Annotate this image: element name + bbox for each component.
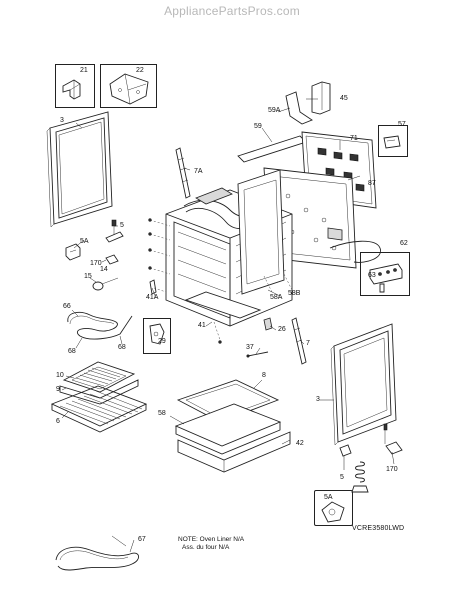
part-3-door-right — [330, 323, 397, 446]
part-59a-bracket — [285, 91, 313, 125]
callout-67: 67 — [138, 536, 146, 543]
callout-59: 59 — [254, 123, 262, 130]
part-45-bracket — [311, 81, 331, 115]
callout-5-left: 5 — [120, 222, 124, 229]
callout-42: 42 — [296, 440, 304, 447]
callout-59a: 59A — [268, 107, 281, 114]
part-58-drawer — [174, 403, 282, 455]
part-41-bottom — [184, 291, 262, 344]
callout-45: 45 — [340, 95, 348, 102]
part-21-bracket — [62, 79, 81, 100]
callout-7: 7 — [306, 340, 310, 347]
wire-harness — [329, 240, 381, 263]
callout-68-right: 68 — [118, 344, 126, 351]
oven-liner-note: NOTE: Oven Liner N/A Ass. du four N/A — [178, 536, 244, 552]
watermark: AppliancePartsPros.com — [164, 4, 300, 18]
part-67-broil-element — [55, 535, 139, 571]
part-5-spring — [351, 461, 369, 493]
callout-5-right: 5 — [340, 474, 344, 481]
part-22-block — [109, 73, 149, 105]
callout-57: 57 — [398, 121, 406, 128]
callout-8: 8 — [262, 372, 266, 379]
callout-58: 58 — [158, 410, 166, 417]
note-line-fr: Ass. du four N/A — [182, 544, 230, 551]
callout-41a: 41A — [146, 294, 159, 301]
model-code: VCRE3580LWD — [352, 525, 405, 532]
callout-87: 87 — [368, 180, 376, 187]
callout-22: 22 — [136, 67, 144, 74]
part-41a — [149, 279, 167, 295]
part-58a-58b — [263, 273, 293, 293]
note-line-en: NOTE: Oven Liner N/A — [178, 536, 245, 543]
callout-7a: 7A — [194, 168, 203, 175]
callout-170-right: 170 — [386, 466, 398, 473]
callout-29: 29 — [158, 338, 166, 345]
callout-3-left: 3 — [60, 117, 64, 124]
part-5-hinge-right — [339, 423, 388, 457]
callout-14: 14 — [100, 266, 108, 273]
side-panel-right — [237, 169, 285, 295]
callout-68-left: 68 — [68, 348, 76, 355]
part-57-label — [383, 135, 401, 149]
part-10-broil-pan — [59, 361, 139, 405]
part-29 — [149, 323, 165, 345]
callout-9: 9 — [56, 386, 60, 393]
part-66-bake-element — [67, 309, 133, 340]
part-59-strip — [237, 135, 307, 163]
callout-58b: 58B — [288, 290, 301, 297]
callout-5a-right: 5A — [324, 494, 333, 501]
part-5a-hinge-bottom — [321, 501, 345, 523]
part-62-terminal — [369, 263, 403, 293]
part-170-right — [385, 441, 403, 455]
callout-37: 37 — [246, 344, 254, 351]
callout-15: 15 — [84, 273, 92, 280]
callout-21: 21 — [80, 67, 88, 74]
leader-lines — [61, 98, 395, 470]
callout-63: 63 — [368, 272, 376, 279]
callout-26: 26 — [278, 326, 286, 333]
part-26 — [263, 317, 273, 331]
callout-6: 6 — [56, 418, 60, 425]
callout-66: 66 — [63, 303, 71, 310]
part-170 — [105, 254, 119, 265]
screws-left — [148, 218, 171, 275]
callout-10: 10 — [56, 372, 64, 379]
callout-71: 71 — [350, 135, 358, 142]
part-3-door-left — [46, 111, 113, 228]
part-7-rod — [291, 317, 307, 365]
part-42-drawer-front — [177, 431, 291, 473]
part-5a-hinge — [65, 243, 81, 261]
callout-62: 62 — [400, 240, 408, 247]
callout-170-left: 170 — [90, 260, 102, 267]
part-6-oven-rack — [50, 385, 148, 433]
callout-3-right: 3 — [316, 396, 320, 403]
callout-58a: 58A — [270, 294, 283, 301]
part-7a-rod — [175, 147, 191, 199]
part-37 — [246, 351, 269, 358]
callout-5a-left: 5A — [80, 238, 89, 245]
part-14-15 — [92, 277, 119, 291]
callout-41: 41 — [198, 322, 206, 329]
